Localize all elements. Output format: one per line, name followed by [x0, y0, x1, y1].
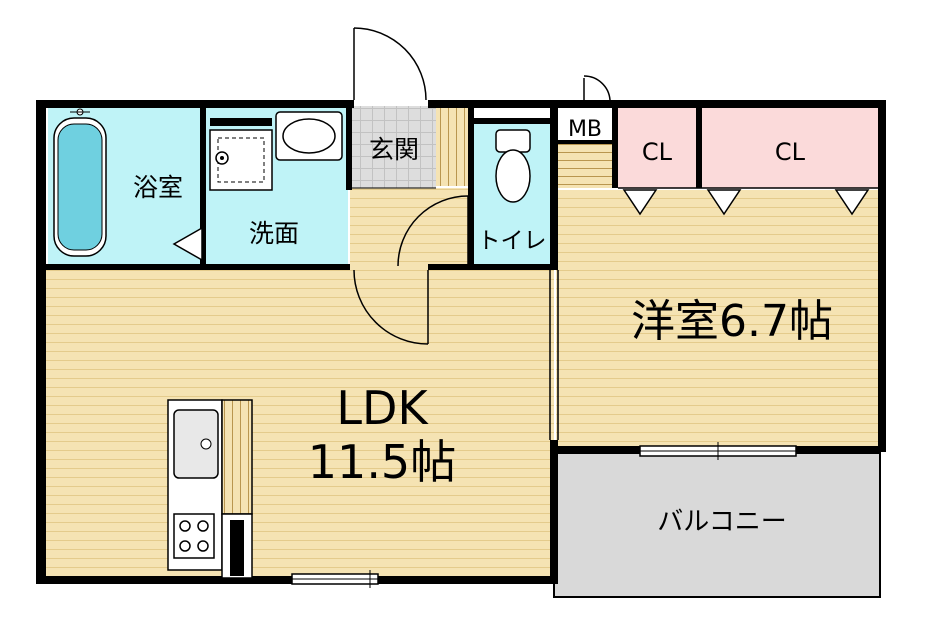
western-room-label: 洋室6.7帖	[631, 296, 833, 347]
stove-icon	[173, 513, 215, 559]
closet-door-markers	[622, 189, 870, 216]
entrance-label: 玄関	[369, 135, 419, 164]
toilet-label: トイレ	[478, 228, 547, 254]
meter-box-label: MB	[568, 117, 602, 142]
bath-label: 浴室	[133, 173, 183, 202]
window-western-room	[639, 442, 797, 460]
door-swing-icon	[353, 27, 611, 345]
closet-2-floor	[702, 108, 878, 188]
balcony-label: バルコニー	[657, 507, 786, 537]
ldk-label: LDK	[336, 381, 429, 435]
closet-2-label: CL	[775, 138, 806, 166]
mb-step	[558, 144, 614, 188]
entrance-floor	[352, 106, 436, 188]
hall-floor	[350, 188, 470, 268]
entrance-step	[436, 106, 468, 186]
window-ldk	[291, 570, 379, 588]
bathtub-icon	[53, 108, 107, 257]
balcony-area	[553, 451, 881, 598]
sink-icon	[173, 409, 219, 479]
closet-1-label: CL	[642, 138, 673, 166]
washing-machine-icon	[209, 129, 273, 191]
ldk-floor	[42, 268, 554, 578]
ldk-size-label: 11.5帖	[308, 435, 456, 489]
washroom-label: 洗面	[249, 219, 299, 248]
toilet-icon	[495, 129, 531, 203]
western-room-floor	[556, 190, 880, 452]
closet-1-floor	[618, 108, 696, 188]
washbasin-icon	[275, 111, 343, 161]
